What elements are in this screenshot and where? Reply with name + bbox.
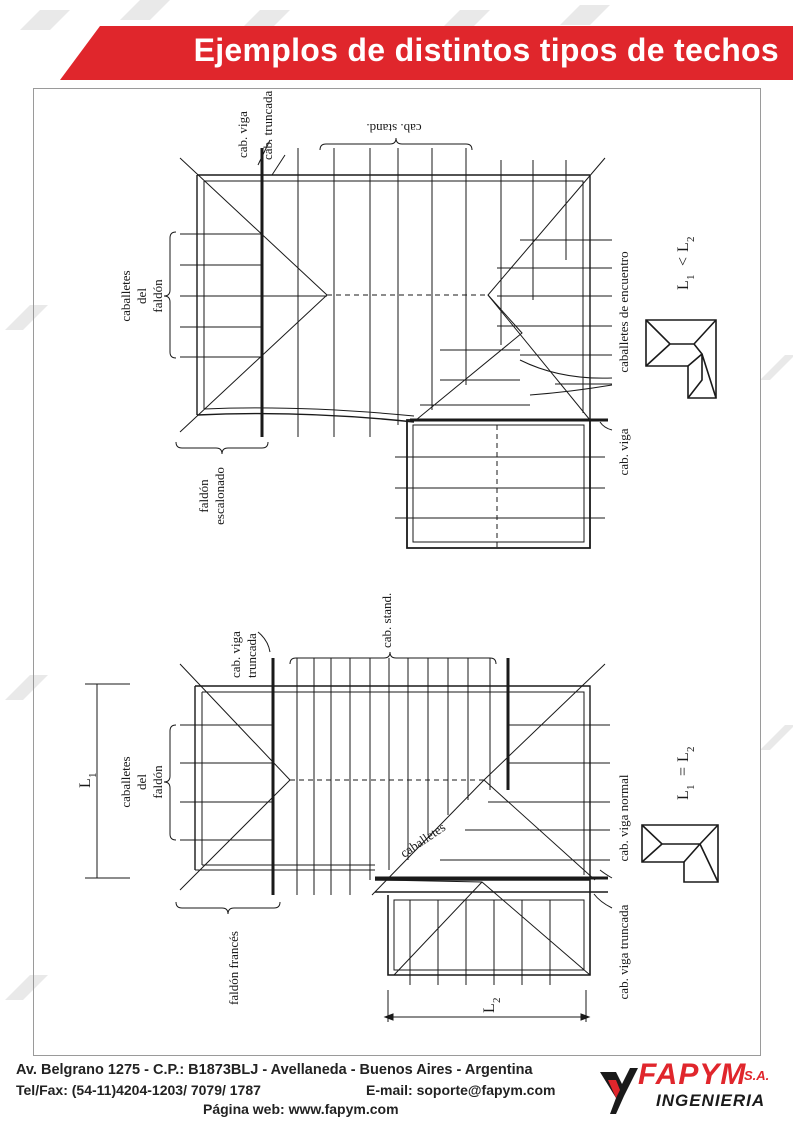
svg-text:1: 1 — [685, 785, 697, 791]
bottom-mini-plan — [641, 824, 719, 883]
svg-text:L: L — [675, 280, 692, 290]
logo-mark-icon — [600, 1068, 638, 1114]
logo-subtitle: INGENIERIA — [656, 1091, 766, 1110]
drawing-frame — [33, 88, 761, 1056]
footer-website[interactable]: Página web: www.fapym.com — [203, 1101, 399, 1117]
top-roof-plan — [179, 139, 613, 549]
formula-l1-less-l2: L 1 < L 2 — [675, 237, 697, 291]
label-cab-viga-top: cab. viga — [235, 111, 250, 158]
svg-text:2: 2 — [685, 747, 697, 753]
label-faldon-escalonado-1: faldón — [196, 479, 211, 513]
logo-name: FAPYM — [638, 1058, 747, 1091]
label-cab-stand-top: cab. stand. — [366, 121, 421, 136]
label-cab-viga-right: cab. viga — [616, 428, 631, 475]
svg-text:L: L — [481, 1003, 498, 1013]
svg-text:1: 1 — [685, 275, 697, 281]
label-cab-stand-bottom: cab. stand. — [379, 593, 394, 648]
label-caballetes-bottom-1: caballetes — [118, 756, 133, 807]
footer-phone: Tel/Fax: (54-11)4204-1203/ 7079/ 1787 — [16, 1082, 261, 1098]
label-cab-viga-normal: cab. viga normal — [616, 774, 631, 861]
svg-text:<: < — [675, 257, 692, 266]
logo-suffix: S.A. — [744, 1068, 770, 1083]
top-braces — [163, 137, 473, 455]
fapym-logo: FAPYM S.A. INGENIERIA — [598, 1058, 788, 1116]
svg-text:L: L — [675, 752, 692, 762]
dimension-l2-label: L 2 — [481, 998, 503, 1014]
label-cab-viga-truncada-2: truncada — [244, 633, 259, 678]
label-faldon-escalonado-2: escalonado — [212, 467, 227, 525]
label-cab-viga-truncada-1: cab. viga — [228, 631, 243, 678]
label-cab-viga-truncada-right: cab. viga truncada — [616, 904, 631, 999]
svg-text:L: L — [675, 790, 692, 800]
svg-text:L: L — [675, 242, 692, 252]
header-banner: Ejemplos de distintos tipos de techos — [60, 26, 793, 80]
bottom-braces — [163, 651, 497, 915]
top-mini-plan — [645, 319, 717, 399]
svg-text:2: 2 — [491, 998, 503, 1004]
svg-text:=: = — [675, 767, 692, 776]
svg-text:L: L — [77, 778, 94, 788]
page-title: Ejemplos de distintos tipos de techos — [193, 32, 779, 68]
label-caballetes-diagonal: caballetes — [397, 819, 448, 860]
label-cab-truncada-top: cab. truncada — [260, 90, 275, 160]
label-faldon-frances: faldón francés — [226, 931, 241, 1005]
label-caballetes-top-2: del — [134, 288, 149, 304]
bottom-roof-plan — [85, 631, 613, 1022]
label-caballetes-encuentro: caballetes de encuentro — [616, 251, 631, 372]
svg-text:1: 1 — [87, 773, 99, 779]
footer-email[interactable]: E-mail: soporte@fapym.com — [366, 1082, 556, 1098]
label-caballetes-bottom-3: faldón — [150, 765, 165, 799]
label-caballetes-bottom-2: del — [134, 774, 149, 790]
label-caballetes-top-3: faldón — [150, 279, 165, 313]
svg-text:2: 2 — [685, 237, 697, 243]
formula-l1-equals-l2: L 1 = L 2 — [675, 747, 697, 801]
footer-address: Av. Belgrano 1275 - C.P.: B1873BLJ - Ave… — [16, 1062, 533, 1078]
dimension-l1-label: L 1 — [77, 773, 99, 789]
label-caballetes-top-1: caballetes — [118, 270, 133, 321]
